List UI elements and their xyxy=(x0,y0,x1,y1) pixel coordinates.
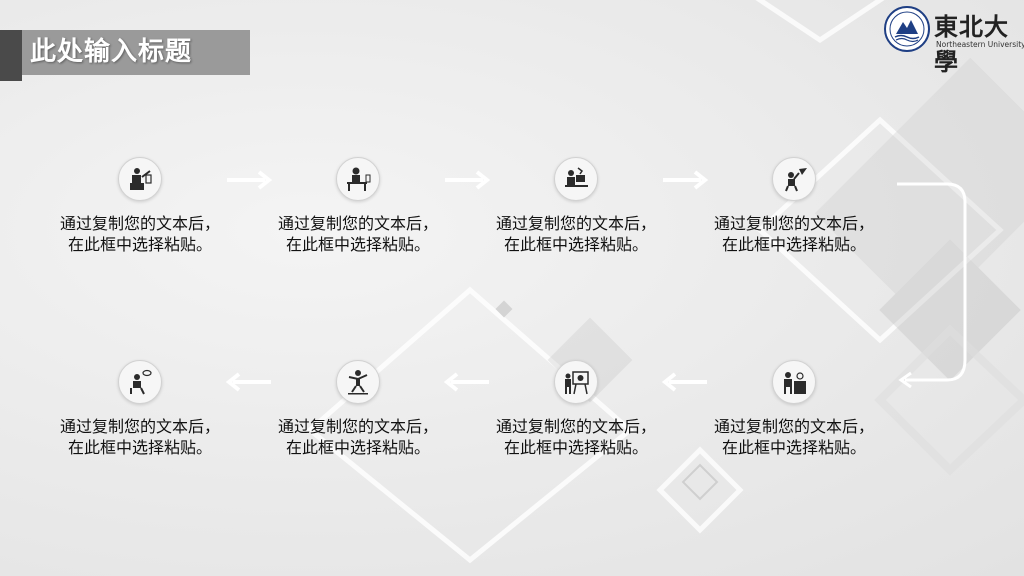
person-presenting-icon xyxy=(772,360,816,404)
step-5-text: 通过复制您的文本后，在此框中选择粘贴。 xyxy=(714,417,875,457)
arrow-right-icon xyxy=(227,170,273,190)
step-4-text: 通过复制您的文本后，在此框中选择粘贴。 xyxy=(714,214,875,254)
university-name-cn: 東北大學 xyxy=(934,12,1009,76)
arrow-left-icon xyxy=(661,372,707,392)
step-8-text: 通过复制您的文本后，在此框中选择粘贴。 xyxy=(60,417,221,457)
university-name-en: Northeastern University xyxy=(936,40,1024,49)
step-6-text: 通过复制您的文本后，在此框中选择粘贴。 xyxy=(496,417,657,457)
step-7-text: 通过复制您的文本后，在此框中选择粘贴。 xyxy=(278,417,439,457)
person-computer-lamp-icon xyxy=(554,157,598,201)
arrow-left-icon xyxy=(443,372,489,392)
university-logo: 東北大學 Northeastern University xyxy=(884,4,1024,76)
title-accent-bar xyxy=(0,30,22,81)
step-2-text: 通过复制您的文本后，在此框中选择粘贴。 xyxy=(278,214,439,254)
slide-title: 此处输入标题 xyxy=(30,37,193,67)
arrow-right-icon xyxy=(663,170,709,190)
person-jumping-icon xyxy=(336,360,380,404)
loop-connector-arrow-icon xyxy=(897,182,967,389)
person-at-table-icon xyxy=(336,157,380,201)
step-1-text: 通过复制您的文本后，在此框中选择粘贴。 xyxy=(60,214,221,254)
arrow-left-icon xyxy=(225,372,271,392)
person-thinking-icon xyxy=(118,360,162,404)
step-3-text: 通过复制您的文本后，在此框中选择粘贴。 xyxy=(496,214,657,254)
title-bar xyxy=(0,30,250,75)
person-desk-writing-icon xyxy=(118,157,162,201)
person-board-chart-icon xyxy=(554,360,598,404)
person-paper-plane-icon xyxy=(772,157,816,201)
arrow-right-icon xyxy=(445,170,491,190)
university-seal-icon xyxy=(884,6,930,52)
